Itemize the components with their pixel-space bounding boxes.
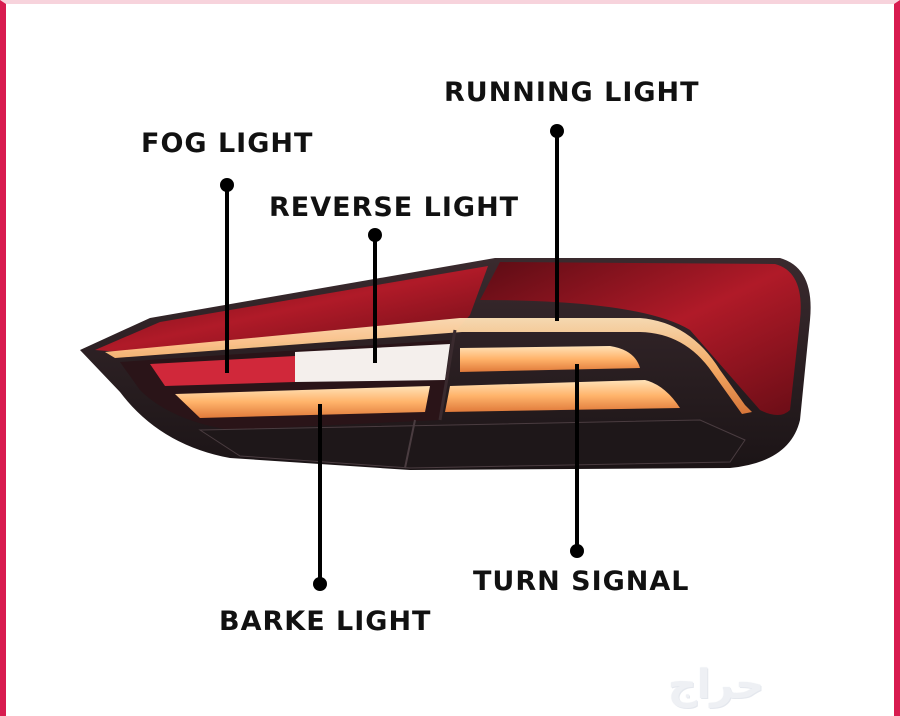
fog-light-lens <box>150 356 295 386</box>
brake-light-label: BARKE LIGHT <box>219 606 432 637</box>
watermark-logo: حراج <box>668 662 765 708</box>
reverse-light-lens <box>295 344 450 382</box>
running-pointer <box>555 131 559 321</box>
brake-light-left <box>175 386 430 418</box>
turn-dot <box>570 544 584 558</box>
fog-pointer <box>225 185 229 373</box>
reverse-pointer <box>373 235 377 363</box>
fog-light-label: FOG LIGHT <box>141 128 314 159</box>
upper-lens-right <box>480 262 801 415</box>
turn-pointer <box>575 364 579 552</box>
turn-light-upper <box>460 346 640 372</box>
lower-trim <box>198 419 746 469</box>
running-light-label: RUNNING LIGHT <box>444 77 700 108</box>
running-light-strip <box>105 318 752 414</box>
turn-signal-label: TURN SIGNAL <box>473 566 690 597</box>
brake-pointer <box>318 404 322 584</box>
reverse-light-label: REVERSE LIGHT <box>269 192 520 223</box>
turn-light-lower <box>445 380 680 412</box>
brake-dot <box>313 577 327 591</box>
